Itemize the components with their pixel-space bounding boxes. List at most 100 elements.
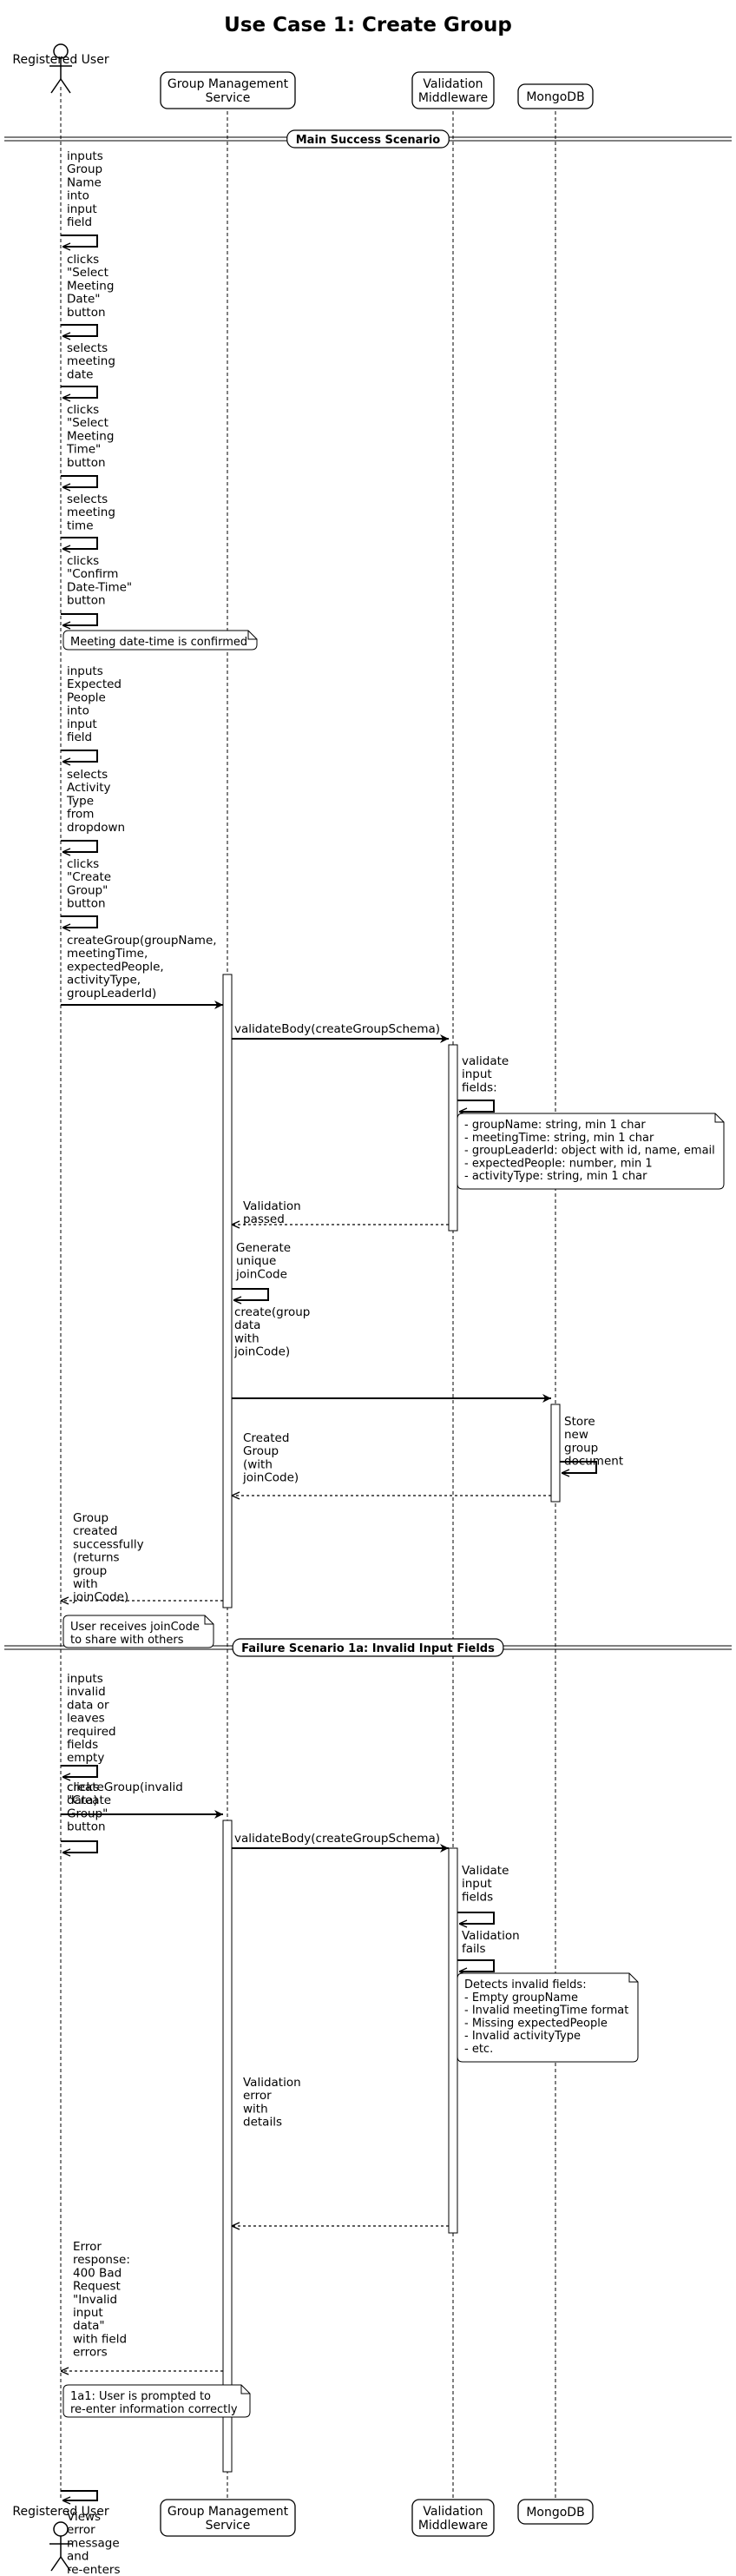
msg-click-select-date-label-line: Meeting <box>67 279 114 293</box>
msg-inputs-invalid-data-label-line: inputs <box>67 1672 103 1686</box>
msg-click-confirm-datetime-label-line: clicks <box>67 554 99 568</box>
activation-bars <box>222 974 561 2473</box>
msg-input-expected-people-label-line: inputs <box>67 664 103 678</box>
msg-create-group-call-label-line: meetingTime, <box>67 947 148 961</box>
msg-created-group-label-line: joinCode) <box>242 1471 299 1485</box>
msg-click-create-group-label-line: "Create <box>67 870 111 884</box>
msg-error-response-label-line: with field <box>73 2332 127 2346</box>
msg-inputs-invalid-data-label-line: data or <box>67 1698 109 1712</box>
msg-views-error-label-line: Views <box>67 2510 101 2524</box>
msg-click-confirm-datetime-label-line: Date-Time" <box>67 580 132 594</box>
msg-select-activity-type-label-line: Type <box>66 794 94 808</box>
msg-click-create-group-fail-label-line: "Create <box>67 1793 111 1807</box>
msg-select-activity-type-label-line: Activity <box>67 781 111 795</box>
msg-click-select-date-label-line: button <box>67 306 106 320</box>
msg-validate-body-label: validateBody(createGroupSchema) <box>234 1022 440 1036</box>
msg-store-document-label-line: group <box>564 1441 598 1455</box>
note-user-receives-joincode-text-line: User receives joinCode <box>70 1621 200 1634</box>
msg-input-group-name-label-line: input <box>67 202 97 216</box>
msg-error-response-label-line: Request <box>73 2280 121 2294</box>
lifelines <box>60 87 556 2499</box>
msg-error-response-label-line: response: <box>73 2253 130 2267</box>
msg-views-error: Viewserrormessageandre-enterscorrectinfo… <box>61 2490 120 2576</box>
note-datetime-confirmed-text: Meeting date-time is confirmed <box>70 636 247 649</box>
msg-validate-body-label-line: validateBody(createGroupSchema) <box>234 1022 440 1036</box>
msg-create-group-call-label-line: activityType, <box>67 974 141 987</box>
note-user-reprompted-text-line: re-enter information correctly <box>70 2403 238 2416</box>
msg-select-time-label-line: selects <box>67 492 108 506</box>
note-user-reprompted-text-line: 1a1: User is prompted to <box>70 2390 211 2403</box>
participant-mongodb-bottom: MongoDB <box>517 2499 594 2525</box>
msg-group-created-success-label-line: joinCode) <box>72 1590 128 1604</box>
msg-validate-body-fail-label-line: validateBody(createGroupSchema) <box>234 1832 440 1846</box>
msg-validation-error-label-line: with <box>243 2102 268 2116</box>
participant-validation-middleware-bottom-label-line: Validation <box>423 2505 483 2519</box>
msg-select-activity-type-label-line: selects <box>67 768 108 782</box>
msg-select-time-label-line: meeting <box>67 505 115 519</box>
msg-input-expected-people-label-line: People <box>67 690 106 704</box>
actor-registered-user-top <box>49 43 72 94</box>
msg-create-group-call-label-line: expectedPeople, <box>67 960 164 974</box>
msg-click-confirm-datetime-label-line: button <box>67 594 106 608</box>
note-detects-invalid-fields-text-line: Detects invalid fields: <box>464 1978 587 1991</box>
msg-click-select-date-label-line: "Select <box>67 266 108 280</box>
participant-registered-user-label-bottom-line: Registered User <box>12 2505 108 2519</box>
msg-views-error-label-line: re-enters <box>67 2563 120 2576</box>
msg-input-group-name-label-line: Group <box>67 162 102 176</box>
msg-input-expected-people-label-line: Expected <box>67 677 122 691</box>
note-detects-invalid-fields-text-line: - etc. <box>464 2043 493 2056</box>
msg-click-create-group-fail-label-line: clicks <box>67 1780 99 1794</box>
msg-created-group-label-line: Group <box>243 1444 279 1458</box>
divider-main-success-label: Main Success Scenario <box>296 134 441 147</box>
msg-views-error-label-line: and <box>67 2550 89 2564</box>
msg-click-create-group-fail-label-line: button <box>67 1820 106 1834</box>
msg-click-select-time-label-line: "Select <box>67 416 108 430</box>
msg-error-response-label-line: data" <box>73 2319 105 2333</box>
msg-click-select-date-label-line: clicks <box>67 253 99 267</box>
note-detects-invalid-fields-text-line: - Invalid meetingTime format <box>464 2005 628 2018</box>
participant-registered-user-label: Registered User <box>12 53 108 67</box>
msg-validate-body-fail-label: validateBody(createGroupSchema) <box>234 1832 440 1846</box>
participant-validation-middleware-label-line: Validation <box>423 77 483 91</box>
msg-input-expected-people-label-line: input <box>67 717 97 731</box>
msg-inputs-invalid-data-label-line: fields <box>67 1738 98 1752</box>
note-detects-invalid-fields-text-line: - Invalid activityType <box>464 2030 581 2043</box>
activation-gms-fail <box>222 1820 233 2473</box>
note-validation-schema-text-line: - groupLeaderId: object with id, name, e… <box>464 1145 715 1158</box>
participant-group-management-service-label-line: Service <box>206 91 251 105</box>
msg-views-error-label-line: message <box>67 2536 120 2550</box>
msg-inputs-invalid-data-label-line: required <box>67 1725 116 1739</box>
msg-validate-input-fields-label-line: Validate <box>462 1864 509 1878</box>
msg-error-response-label-line: errors <box>73 2346 108 2360</box>
msg-validate-fields-label-line: input <box>462 1067 492 1081</box>
msg-inputs-invalid-data-label-line: empty <box>67 1751 104 1765</box>
msg-input-expected-people-label-line: into <box>67 704 89 718</box>
msg-validate-body: validateBody(createGroupSchema) <box>232 1022 449 1043</box>
msg-click-select-time-label-line: Meeting <box>67 429 114 443</box>
